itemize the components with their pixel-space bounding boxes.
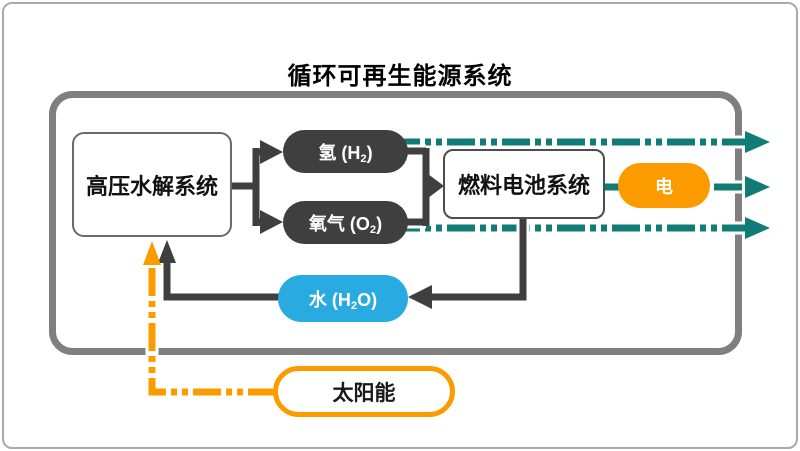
water-to-electrolysis-line [163,262,280,301]
solar-pill: 太阳能 [273,366,455,417]
hydrogen-label: 氢 (H2) [318,142,373,165]
splitter-line [230,148,261,226]
oxygen-pill: 氧气 (O2) [283,201,408,244]
water-label: 水 (H2O) [308,289,378,312]
to-electrolysis-arrowhead [158,240,176,263]
electrolysis-system-box: 高压水解系统 [72,132,232,237]
solar-to-electrolysis-line [148,264,276,396]
electricity-pill: 电 [618,163,710,208]
fuel-cell-system-box: 燃料电池系统 [443,149,605,219]
water-pill: 水 (H2O) [278,275,408,322]
oxygen-export-arrowhead [745,217,770,239]
fuel-cell-system-label: 燃料电池系统 [457,173,590,198]
oxygen-label: 氧气 (O2) [308,213,383,236]
water-to-electrolysis-halo [160,262,280,304]
merger-line [405,147,430,226]
fuelcell-to-water-line [430,216,527,301]
to-water-arrowhead [408,285,432,309]
to-hydrogen-arrowhead [260,140,283,164]
electricity-label: 电 [655,176,673,197]
solar-label: 太阳能 [332,381,396,405]
to-oxygen-arrowhead [260,210,283,234]
hydrogen-pill: 氢 (H2) [283,130,408,173]
electricity-export-arrowhead [745,176,770,198]
hydrogen-export-arrowhead [745,131,770,153]
solar-arrowhead [143,241,161,265]
to-fuelcell-arrowhead [428,174,444,198]
diagram-title: 循环可再生能源系统 [287,63,513,90]
electrolysis-system-label: 高压水解系统 [85,173,218,199]
